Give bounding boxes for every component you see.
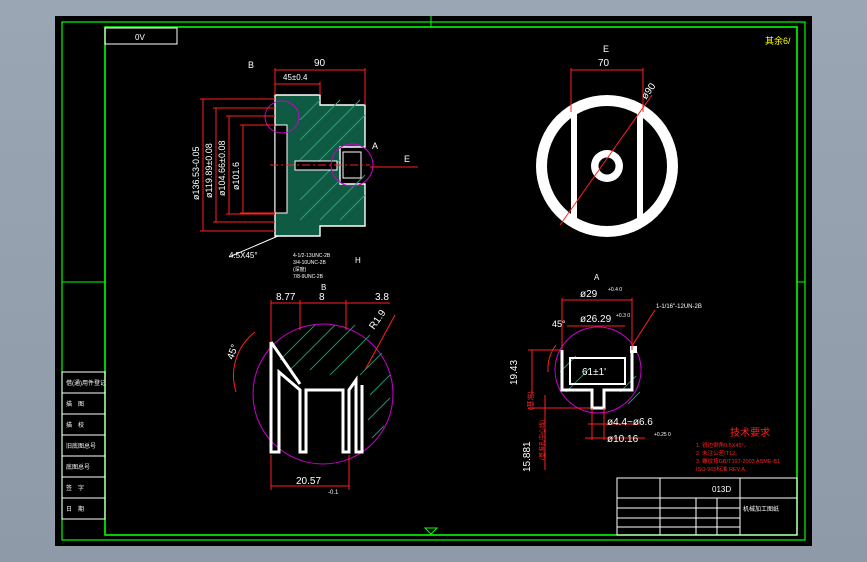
section-a-label: A: [594, 273, 600, 282]
section-a-circle: [554, 326, 642, 414]
side-label: 借(通)用件登记: [66, 379, 106, 387]
corner-roughness-mark: 其余6/: [765, 35, 791, 46]
side-label: 描 校: [66, 421, 84, 429]
dim-8: 8: [319, 292, 325, 303]
dim-26-29-tol: +0.3 0: [616, 313, 630, 319]
section-a-flag: [630, 346, 637, 353]
chamfer-leader: [228, 235, 279, 258]
label-a: A: [372, 141, 378, 151]
title-block-name: 机械加工图纸: [743, 505, 779, 513]
dim-45deg-b: 45°: [225, 343, 241, 361]
dim-70: 70: [598, 58, 610, 69]
thread-callout: 1-1/16"-12UN-2B: [656, 304, 702, 310]
code-box-text: 0V: [135, 33, 145, 42]
tech-req-line: 3. 螺纹按GB/T197-2003 ASME-B1: [696, 457, 780, 465]
front-inner-bore: [274, 124, 288, 214]
section-a-profile: [560, 350, 634, 410]
dim-chamfer: 4.5X45°: [229, 251, 258, 260]
section-b-circle: [252, 323, 394, 465]
tech-requirements: 技术要求 1. 锐边倒角0.5X45°。2. 未注公差IT12。3. 螺纹按GB…: [696, 426, 780, 473]
dim-29: ø29: [580, 289, 598, 300]
side-label: 签 字: [66, 484, 84, 492]
dim-90: 90: [314, 58, 326, 69]
center-mark-bottom: [423, 527, 439, 535]
label-h: H: [355, 256, 361, 265]
front-note-line: (深度): [293, 266, 307, 273]
dim-19-43: 19.43: [509, 360, 520, 385]
drawing-sheet: [55, 16, 812, 546]
dim-20-57: 20.57: [296, 476, 321, 487]
dim-104: ø104.66±0.08: [217, 141, 227, 196]
dim-3-8: 3.8: [375, 292, 389, 303]
label-b: B: [248, 60, 254, 70]
front-notes: 4-1/2-13UNC-2B3/4-10UNC-2B(深度)7/8-9UNC-2…: [293, 253, 331, 280]
title-block-frame: [616, 477, 798, 536]
front-note-line: 7/8-9UNC-2B: [293, 274, 324, 280]
code-box: [104, 27, 178, 45]
inner-frame: [104, 26, 798, 536]
tech-req-line: ISO-965标准 REV.A: [696, 465, 745, 473]
section-b-label: B: [321, 283, 326, 292]
top-rib-right: [637, 112, 643, 220]
side-label-cell: [61, 497, 106, 520]
front-note-line: 4-1/2-13UNC-2B: [293, 253, 331, 259]
top-rib-left: [571, 112, 577, 220]
section-b: B 8.77 8 3.8 R1.9 45° 20.57 -0.1: [225, 283, 396, 496]
dim-29-tol: +0.4 0: [608, 287, 622, 293]
tech-req-line: 1. 锐边倒角0.5X45°。: [696, 441, 749, 449]
dim-45: 45±0.4: [283, 73, 308, 82]
tech-req-line: 2. 未注公差IT12。: [696, 449, 741, 457]
side-label: 日 期: [66, 505, 84, 513]
detail-circle-b: [264, 100, 300, 134]
title-block: 013D 机械加工图纸: [616, 477, 798, 536]
side-label: 底图总号: [66, 463, 90, 471]
dim-10-16: ø10.16: [607, 434, 639, 445]
label-e: E: [404, 154, 410, 164]
title-block-code: 013D: [712, 485, 731, 494]
dim-119: ø119.89±0.08: [204, 143, 214, 198]
front-note-line: 3/4-10UNC-2B: [293, 260, 326, 266]
side-label: 描 图: [66, 400, 84, 408]
top-hub-bore: [597, 156, 617, 176]
section-a: A ø29 +0.4 0 ø26.29 +0.3 0 45° 61±1' 19.…: [509, 273, 702, 472]
section-b-profile: [269, 342, 364, 454]
top-dia-line: [559, 94, 653, 226]
dim-45deg-a: 45°: [552, 319, 566, 329]
dim-8-77: 8.77: [276, 292, 296, 303]
side-label: 旧底图总号: [66, 442, 96, 450]
dim-4-4: ø4.4~ø6.6: [607, 417, 653, 428]
outer-border: [61, 21, 806, 541]
front-view: 90 45±0.4 B A E H ø136.53-0.05 ø119.89±0…: [191, 58, 418, 280]
dim-101: ø101.6: [231, 162, 241, 190]
dim-10-16-tol: +0.25 0: [654, 432, 671, 438]
dim-61: 61±1': [582, 367, 606, 378]
top-label-e: E: [603, 44, 609, 54]
section-a-pocket: [569, 357, 626, 385]
dim-20-57-tol: -0.1: [328, 490, 339, 496]
dim-136: ø136.53-0.05: [191, 146, 201, 200]
dim-15-881: 15.881: [522, 441, 533, 472]
tech-req-title: 技术要求: [730, 426, 770, 439]
vertical-note-2: (基准孔中心线): [538, 420, 546, 460]
dim-26-29: ø26.29: [580, 314, 612, 325]
vertical-note: (基准): [526, 391, 535, 410]
